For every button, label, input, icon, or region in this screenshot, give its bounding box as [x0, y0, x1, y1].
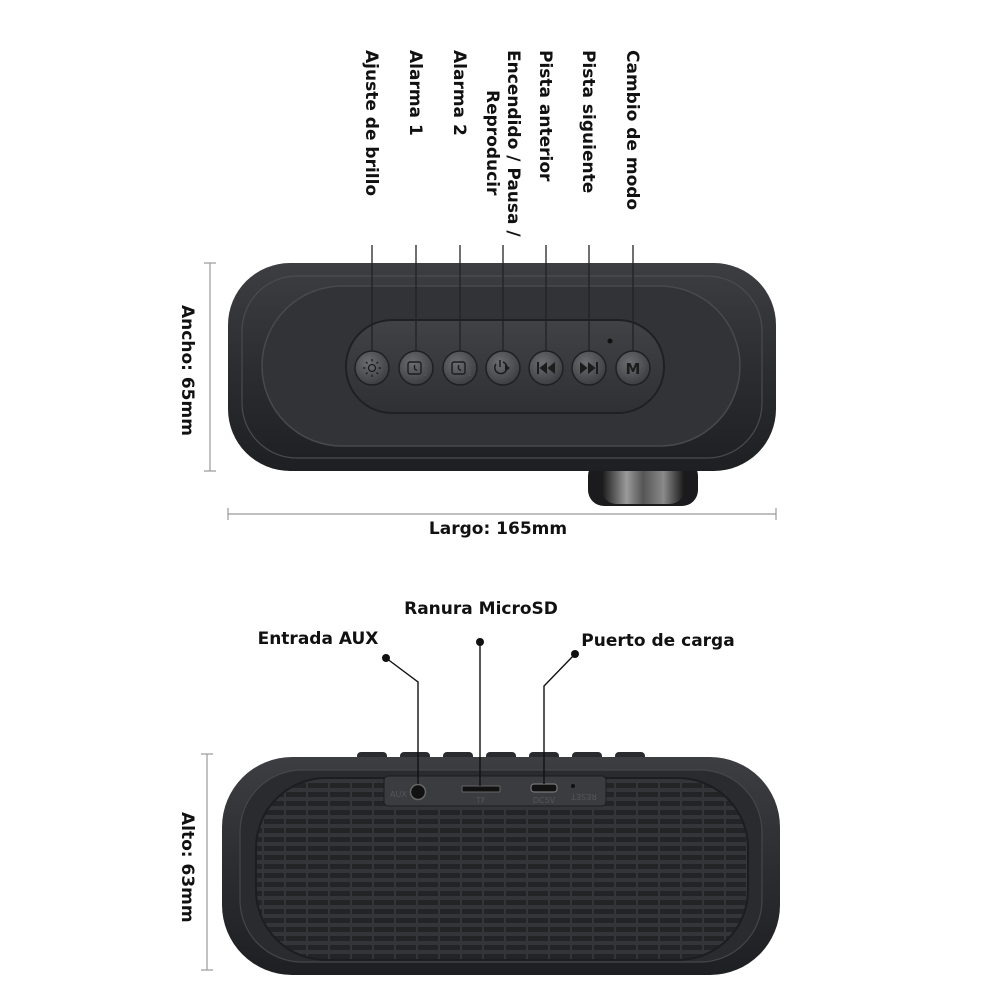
alarm-clock-icon — [451, 361, 466, 375]
width-label: Ancho: 65mm — [177, 305, 197, 436]
previous-icon — [537, 362, 555, 374]
label-alarm1: Alarma 1 — [405, 50, 425, 136]
svg-text:2: 2 — [423, 369, 428, 378]
leader-lines — [371, 245, 634, 368]
power-play-icon — [494, 360, 510, 375]
sun-icon — [363, 359, 381, 377]
next-track-button[interactable] — [571, 350, 607, 386]
volume-knob — [588, 460, 698, 506]
button-labels: Ajuste de brillo Alarma 1 Alarma 2 Encen… — [361, 50, 642, 237]
width-dimension — [204, 262, 216, 472]
next-icon — [580, 362, 598, 374]
height-label: Alto: 63mm — [177, 812, 197, 923]
length-label: Largo: 165mm — [429, 519, 567, 539]
previous-track-button[interactable] — [528, 350, 564, 386]
tf-marking: TF — [475, 796, 486, 805]
back-view: AUX TF DC5V RESET Entrada AUX Ranura Mic… — [177, 599, 780, 975]
label-power-line1: Encendido / Pausa / — [503, 50, 523, 237]
label-power-line2: Reproducir — [482, 90, 502, 196]
length-dimension — [227, 508, 777, 520]
microsd-slot[interactable] — [461, 785, 501, 793]
aux-jack[interactable] — [409, 783, 427, 801]
label-mode: Cambio de modo — [622, 50, 642, 210]
mode-button-letter: M — [626, 360, 641, 378]
microsd-label: Ranura MicroSD — [404, 599, 558, 619]
height-dimension — [201, 753, 213, 971]
alarm2-button[interactable]: 1 — [442, 350, 478, 386]
top-view: 2 1 — [177, 50, 777, 539]
charge-label: Puerto de carga — [581, 631, 734, 651]
svg-text:1: 1 — [467, 369, 472, 378]
brightness-button[interactable] — [354, 350, 390, 386]
aux-marking: AUX — [390, 790, 407, 799]
alarm-clock-icon — [407, 361, 422, 375]
power-play-button[interactable] — [485, 350, 521, 386]
reset-marking: RESET — [571, 792, 597, 801]
label-alarm2: Alarma 2 — [449, 50, 469, 136]
mode-button[interactable]: M — [615, 350, 651, 386]
label-next: Pista siguiente — [578, 50, 598, 193]
dc-marking: DC5V — [533, 796, 556, 805]
alarm1-button[interactable]: 2 — [398, 350, 434, 386]
callout-lines — [385, 642, 576, 786]
aux-label: Entrada AUX — [258, 629, 379, 649]
charge-port[interactable] — [530, 783, 558, 793]
label-previous: Pista anterior — [535, 50, 555, 182]
label-brightness: Ajuste de brillo — [361, 50, 381, 196]
reset-hole[interactable] — [571, 784, 575, 788]
indicator-led — [607, 338, 613, 344]
callout-dots — [382, 638, 579, 662]
